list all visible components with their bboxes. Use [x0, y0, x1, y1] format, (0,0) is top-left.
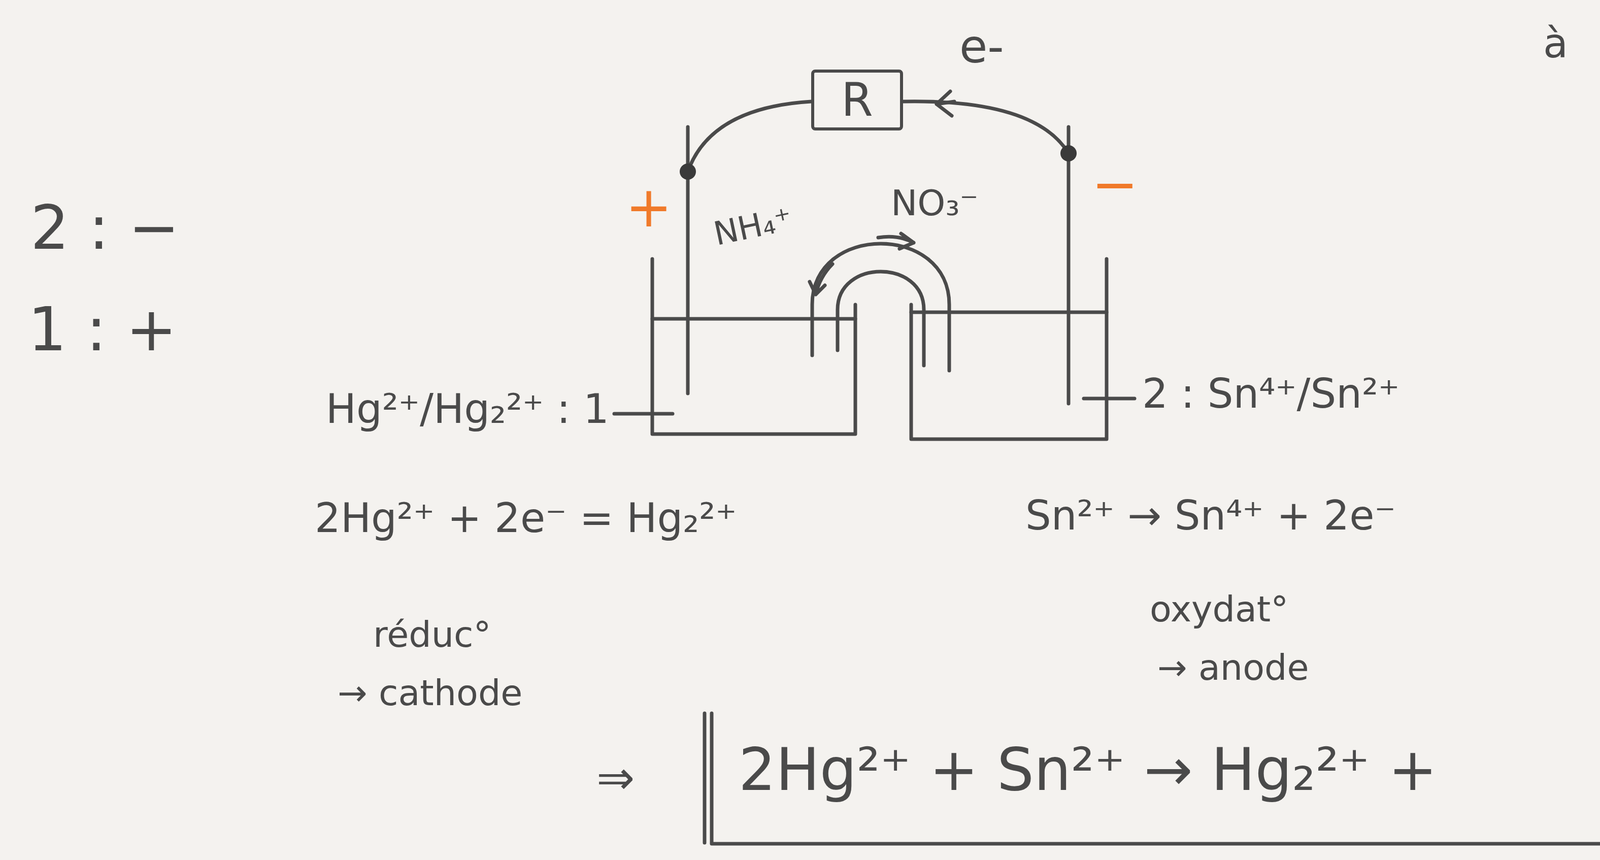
overall-equation: 2Hg²⁺ + Sn²⁺ → Hg₂²⁺ + — [738, 736, 1438, 804]
left-beaker — [652, 258, 856, 435]
electron-label: e- — [959, 20, 1005, 74]
junction-dot — [679, 163, 696, 180]
ion-arrow — [878, 233, 914, 249]
ion-label: NO₃⁻ — [890, 182, 979, 224]
ion-arrow — [809, 263, 833, 295]
result-bracket — [710, 713, 714, 843]
electrode-role: → anode — [1157, 647, 1310, 689]
couple-label: 2 : Sn⁴⁺/Sn²⁺ — [1142, 370, 1400, 418]
result-underline — [711, 842, 1600, 846]
salt-bridge-inner — [837, 271, 924, 366]
wire — [903, 101, 1069, 154]
junction-dot — [1060, 145, 1077, 162]
resistor-label: R — [841, 77, 874, 123]
leader-tick — [614, 412, 673, 416]
result-bracket — [703, 713, 707, 843]
polarity-sign: + — [625, 175, 673, 240]
half-equation: Sn²⁺ → Sn⁴⁺ + 2e⁻ — [1025, 492, 1396, 540]
ion-label: NH₄⁺ — [710, 200, 796, 253]
left-liquid-level — [652, 317, 856, 321]
right-beaker — [911, 258, 1107, 440]
electron-arrow — [936, 91, 955, 116]
right-electrode — [1067, 126, 1071, 404]
couple-label: Hg²⁺/Hg₂²⁺ : 1 — [325, 385, 610, 433]
polarity-sign: − — [1091, 152, 1139, 217]
right-liquid-level — [911, 310, 1107, 315]
half-equation: 2Hg²⁺ + 2e⁻ = Hg₂²⁺ — [314, 494, 738, 542]
electrode-polarity: 1 : + — [27, 294, 178, 365]
electrode-polarity: 2 : − — [30, 192, 180, 263]
leader-tick — [1083, 396, 1135, 401]
wire — [687, 101, 812, 172]
electrode-role: → cathode — [337, 672, 523, 714]
resistor-symbol: R — [811, 69, 904, 131]
implies-symbol: ⇒ — [596, 751, 635, 805]
process-note: réduc° — [373, 614, 492, 656]
process-note: oxydat° — [1149, 588, 1289, 630]
corner-note: à — [1543, 20, 1569, 68]
